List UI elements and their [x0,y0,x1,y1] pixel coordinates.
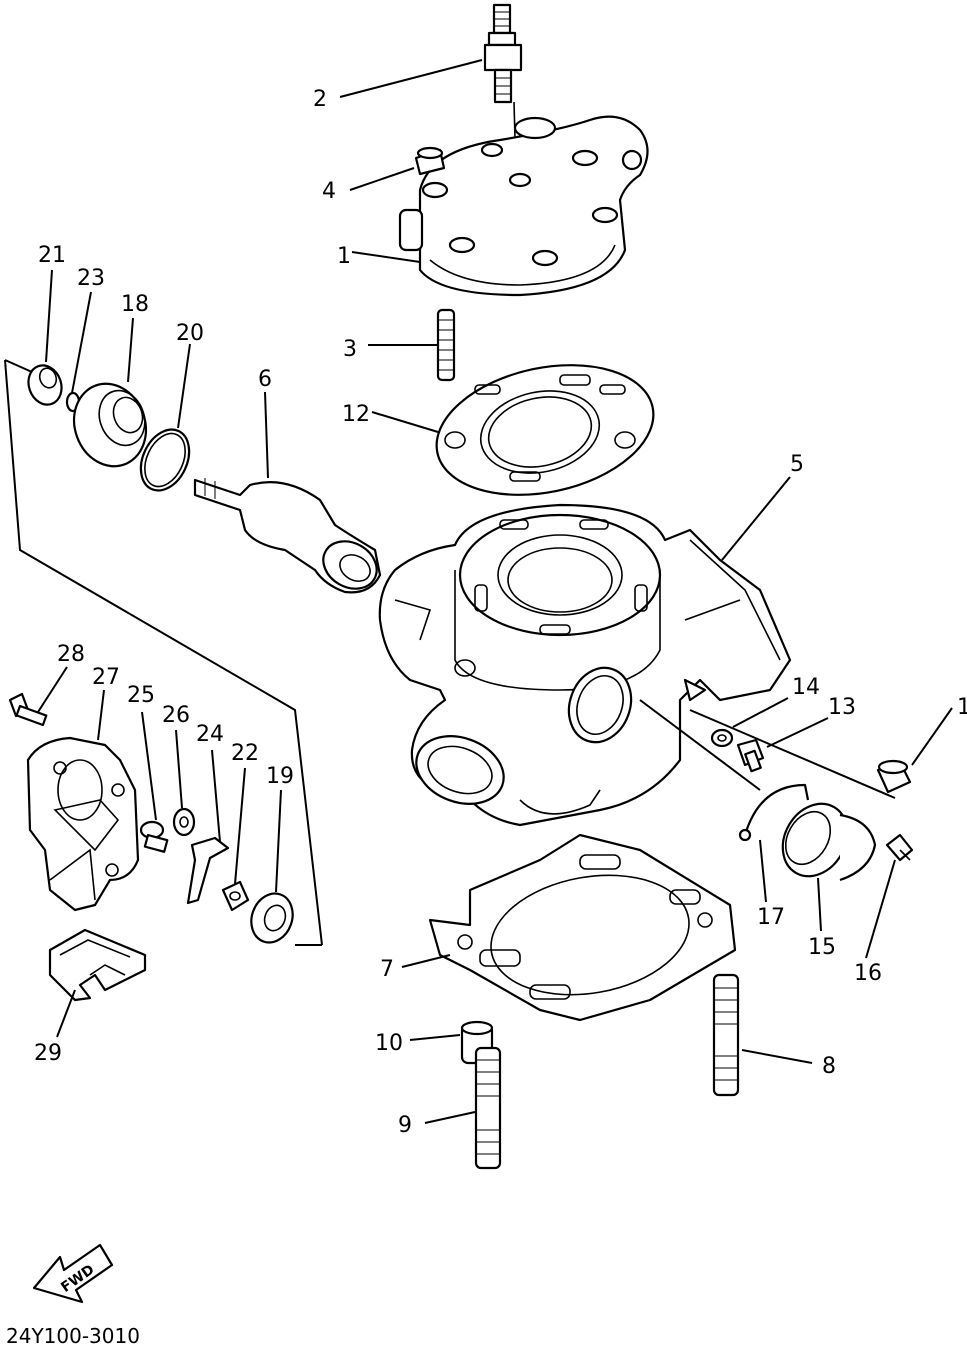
cylinder-side-port [683,678,707,702]
washer-26 [172,807,196,837]
part-label-10: 10 [375,1031,403,1056]
leader-lines [37,59,953,1124]
bolt-16 [885,833,914,862]
part-label-12: 12 [342,402,370,427]
group-bracket [4,359,323,946]
holder-29 [48,928,147,1002]
part-label-27: 27 [92,665,120,690]
dowel-pin [460,1020,494,1065]
part-label-15: 15 [808,935,836,960]
power-valve-6 [193,478,382,594]
stud-bolt-8 [712,973,740,1097]
head-gasket [435,364,655,496]
cylinder-head [398,115,649,297]
clamp-17 [738,783,810,842]
part-label-24: 24 [196,722,224,747]
part-label-18: 18 [121,292,149,317]
part-label-5: 5 [790,452,804,477]
base-gasket [428,833,737,1022]
nut-1-right [876,759,912,794]
part-label-17: 17 [757,905,785,930]
valve-cover-27 [26,736,140,912]
part-label-4: 4 [322,179,336,204]
bolt-28 [8,692,48,727]
cap-21 [27,364,63,406]
part-label-22: 22 [231,741,259,766]
part-label-21: 21 [38,243,66,268]
stud-bolt-9 [474,1046,502,1170]
washer-14 [710,728,734,748]
part-label-26: 26 [162,703,190,728]
part-label-29: 29 [34,1041,62,1066]
head-nut [414,146,446,176]
part-label-9: 9 [398,1113,412,1138]
bolt-25 [139,820,169,853]
part-label-7: 7 [380,957,394,982]
lever-24 [186,836,230,905]
o-ring-20 [139,428,191,492]
part-label-1-top: 1 [337,244,351,269]
part-label-23: 23 [77,266,105,291]
part-label-8: 8 [822,1054,836,1079]
part-label-1-right: 1 [957,695,967,720]
part-label-16: 16 [854,961,882,986]
part-label-25: 25 [127,683,155,708]
part-label-3: 3 [343,337,357,362]
part-label-13: 13 [828,695,856,720]
part-label-28: 28 [57,642,85,667]
drawing-code: 24Y100-3010 [6,1324,140,1348]
cylinder-body [378,503,792,827]
fwd-arrow-icon [32,1243,114,1304]
part-label-2: 2 [313,87,327,112]
part-label-20: 20 [176,321,204,346]
stud-bolt-3 [436,308,456,382]
spark-plug [483,3,523,176]
seal-18 [73,382,147,468]
part-label-19: 19 [266,764,294,789]
nut-22 [221,880,250,912]
oil-seal-19 [250,892,294,944]
bolt-13 [736,738,765,773]
part-label-6: 6 [258,367,272,392]
exhaust-joint [781,802,877,882]
part-label-14: 14 [792,675,820,700]
